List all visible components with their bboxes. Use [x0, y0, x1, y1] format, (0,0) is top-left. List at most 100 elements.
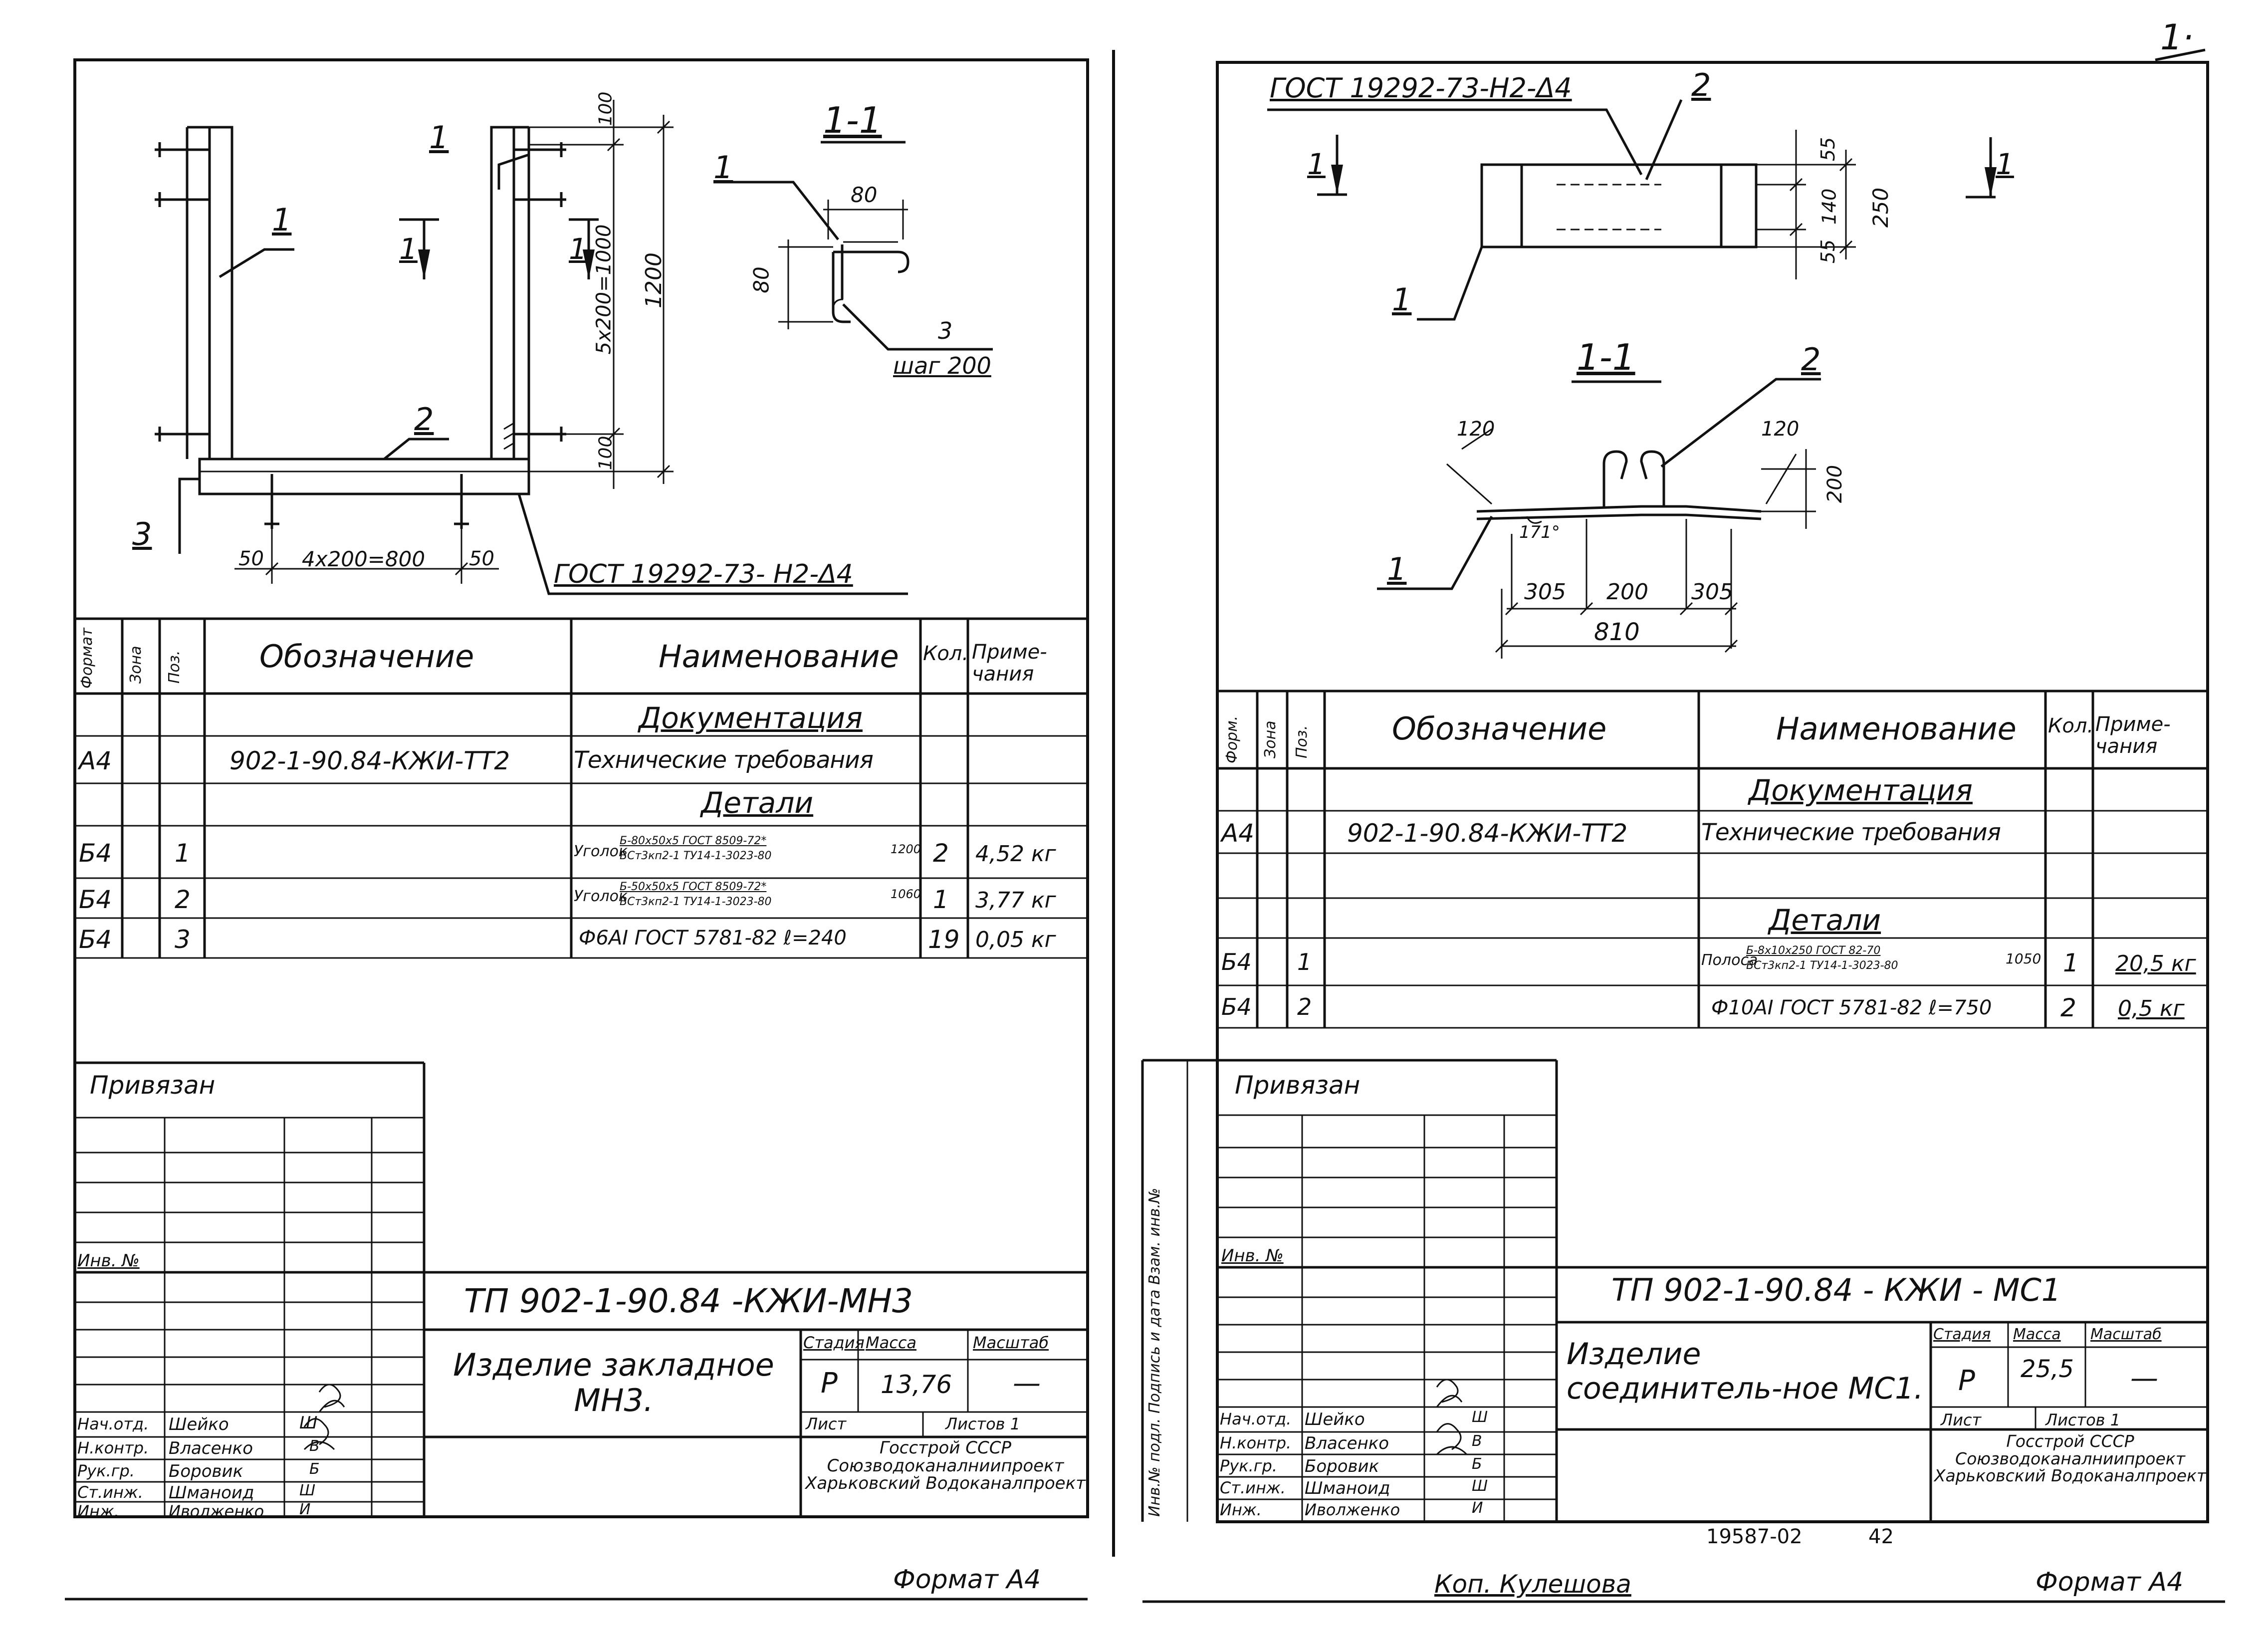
dim-200-v: 200: [1823, 465, 1847, 503]
row-qty: 2: [933, 839, 949, 868]
signer-name: Боровик: [169, 1461, 243, 1481]
hdr-qty: Кол.: [2048, 714, 2094, 737]
signer-role: Нач.отд.: [77, 1414, 149, 1433]
row-pos: 2: [175, 885, 191, 914]
section-mark-left: 1: [1307, 147, 1326, 181]
hdr-zone: Зона: [127, 646, 145, 684]
dim-200-h: 200: [1606, 579, 1648, 605]
signer-name: Шманоид: [169, 1483, 254, 1503]
section-docs: Документация: [1749, 773, 1973, 807]
right-sheet-frame: [1142, 48, 2225, 1603]
dim-100-bottom: 100: [595, 436, 616, 471]
hdr-format: Формат: [78, 628, 96, 689]
dim-305-left: 305: [1524, 579, 1566, 605]
left-embedded-part-drawing: [155, 100, 993, 595]
signer-sign: И: [299, 1501, 311, 1518]
left-spec-table-grid: [75, 617, 1088, 959]
pos3-step: шаг 200: [893, 352, 991, 379]
stamp-mass-label: Масса: [866, 1333, 917, 1352]
doc-designation: 902-1-90.84-КЖИ-ТТ2: [229, 746, 510, 775]
stamp-title: Изделие закладное МН3.: [453, 1347, 774, 1419]
signer-role: Инж.: [77, 1502, 119, 1521]
hdr-designation: Обозначение: [1392, 710, 1607, 747]
dim-55-bottom: 55: [1817, 239, 1839, 264]
stamp-scale-label: Масштаб: [973, 1333, 1049, 1352]
row-name: Ф6АI ГОСТ 5781-82 ℓ=240: [579, 927, 847, 949]
doc-format: А4: [1221, 819, 1255, 848]
copied-by: Коп. Кулешова: [1434, 1570, 1631, 1599]
stamp-sheets-label: Листов 1: [2045, 1411, 2121, 1429]
row-pos: 1: [1297, 948, 1312, 975]
row-spec-bottom: ВСт3кп2-1 ТУ14-1-3023-80: [620, 896, 772, 908]
stamp-mass: 13,76: [881, 1370, 952, 1399]
section-parts: Детали: [701, 786, 814, 820]
left-stamp-grid: [75, 1061, 1088, 1517]
left-format-label: Формат А4: [893, 1565, 1041, 1595]
signer-name: Шманоид: [1305, 1478, 1390, 1498]
signer-sign: И: [1472, 1499, 1483, 1517]
hdr-pos: Поз.: [166, 650, 183, 684]
stamp-inv-no: Инв. №: [77, 1251, 140, 1271]
section-mark-right: 1: [1996, 147, 2014, 181]
signer-name: Власенко: [1305, 1433, 1389, 1453]
stamp-scale: —: [1013, 1367, 1041, 1400]
signer-name: Шейко: [1305, 1410, 1365, 1429]
section-title-right: 1-1: [1577, 336, 1635, 378]
row-format: Б4: [1221, 993, 1252, 1020]
signer-sign: Ш: [1472, 1409, 1488, 1426]
dim-120-left: 120: [1457, 418, 1495, 441]
label-pos3-section: 3: [938, 317, 953, 344]
signer-sign: Ш: [1472, 1477, 1488, 1495]
hdr-name: Наименование: [1776, 710, 2017, 747]
stamp-privyazan: Привязан: [1235, 1071, 1361, 1100]
label-pos2-top: 2: [1691, 67, 1711, 103]
signer-sign: Б: [1472, 1455, 1482, 1473]
hdr-qty: Кол.: [923, 642, 969, 665]
right-stamp-grid: [1141, 1059, 2208, 1522]
hdr-pos: Поз.: [1293, 725, 1311, 758]
row-name: Уголок: [574, 888, 628, 905]
signer-role: Рук.гр.: [1220, 1456, 1278, 1475]
row-note: 0,5 кг: [2118, 996, 2185, 1021]
stamp-code: ТП 902-1-90.84 - КЖИ - МС1: [1611, 1272, 2061, 1308]
right-spec-table-grid: [1217, 690, 2208, 1029]
dim-140: 140: [1818, 188, 1840, 225]
stamp-privyazan: Привязан: [90, 1071, 216, 1100]
row-name: Ф10АI ГОСТ 5781-82 ℓ=750: [1711, 996, 1992, 1019]
row-format: Б4: [79, 925, 112, 954]
row-qty: 1: [933, 885, 949, 914]
signer-sign: Ш: [299, 1413, 318, 1433]
row-pos: 3: [175, 925, 191, 954]
section-parts: Детали: [1769, 903, 1881, 937]
label-pos1-section: 1: [713, 149, 733, 186]
right-connecting-part-drawing: [1267, 99, 1997, 659]
hdr-note: Приме-чания: [972, 641, 1047, 686]
hdr-zone: Зона: [1262, 720, 1279, 758]
dim-80-h: 80: [851, 183, 878, 207]
stamp-sheets-label: Листов 1: [945, 1414, 1021, 1433]
stamp-title: Изделие соединитель-ное МС1.: [1567, 1337, 1924, 1406]
signer-name: Иволженко: [169, 1502, 264, 1521]
section-mark-2: 1: [569, 232, 587, 266]
section-docs: Документация: [639, 701, 863, 735]
dim-100-top: 100: [595, 91, 616, 126]
signer-name: Иволженко: [1305, 1500, 1400, 1519]
signer-role: Инж.: [1220, 1500, 1262, 1519]
doc-designation: 902-1-90.84-КЖИ-ТТ2: [1347, 819, 1628, 848]
row-note: 3,77 кг: [975, 888, 1056, 913]
row-length: 1060: [891, 887, 921, 901]
dim-80-v: 80: [749, 266, 774, 293]
hdr-name: Наименование: [659, 638, 899, 675]
signer-role: Рук.гр.: [77, 1461, 135, 1480]
dim-span: 4x200=800: [302, 547, 426, 571]
signer-name: Боровик: [1305, 1456, 1379, 1476]
signer-name: Власенко: [169, 1438, 253, 1458]
signer-role: Н.контр.: [1220, 1433, 1292, 1452]
signer-role: Нач.отд.: [1220, 1410, 1292, 1428]
label-pos1-section: 1: [1387, 551, 1407, 587]
row-note: 20,5 кг: [2115, 951, 2196, 976]
signer-role: Ст.инж.: [1220, 1478, 1286, 1497]
label-pos2-section: 2: [1801, 341, 1821, 378]
right-format-label: Формат А4: [2036, 1567, 2184, 1597]
side-strip: Инв.№ подл. Подпись и дата Взам. инв.№: [1146, 1187, 1163, 1517]
